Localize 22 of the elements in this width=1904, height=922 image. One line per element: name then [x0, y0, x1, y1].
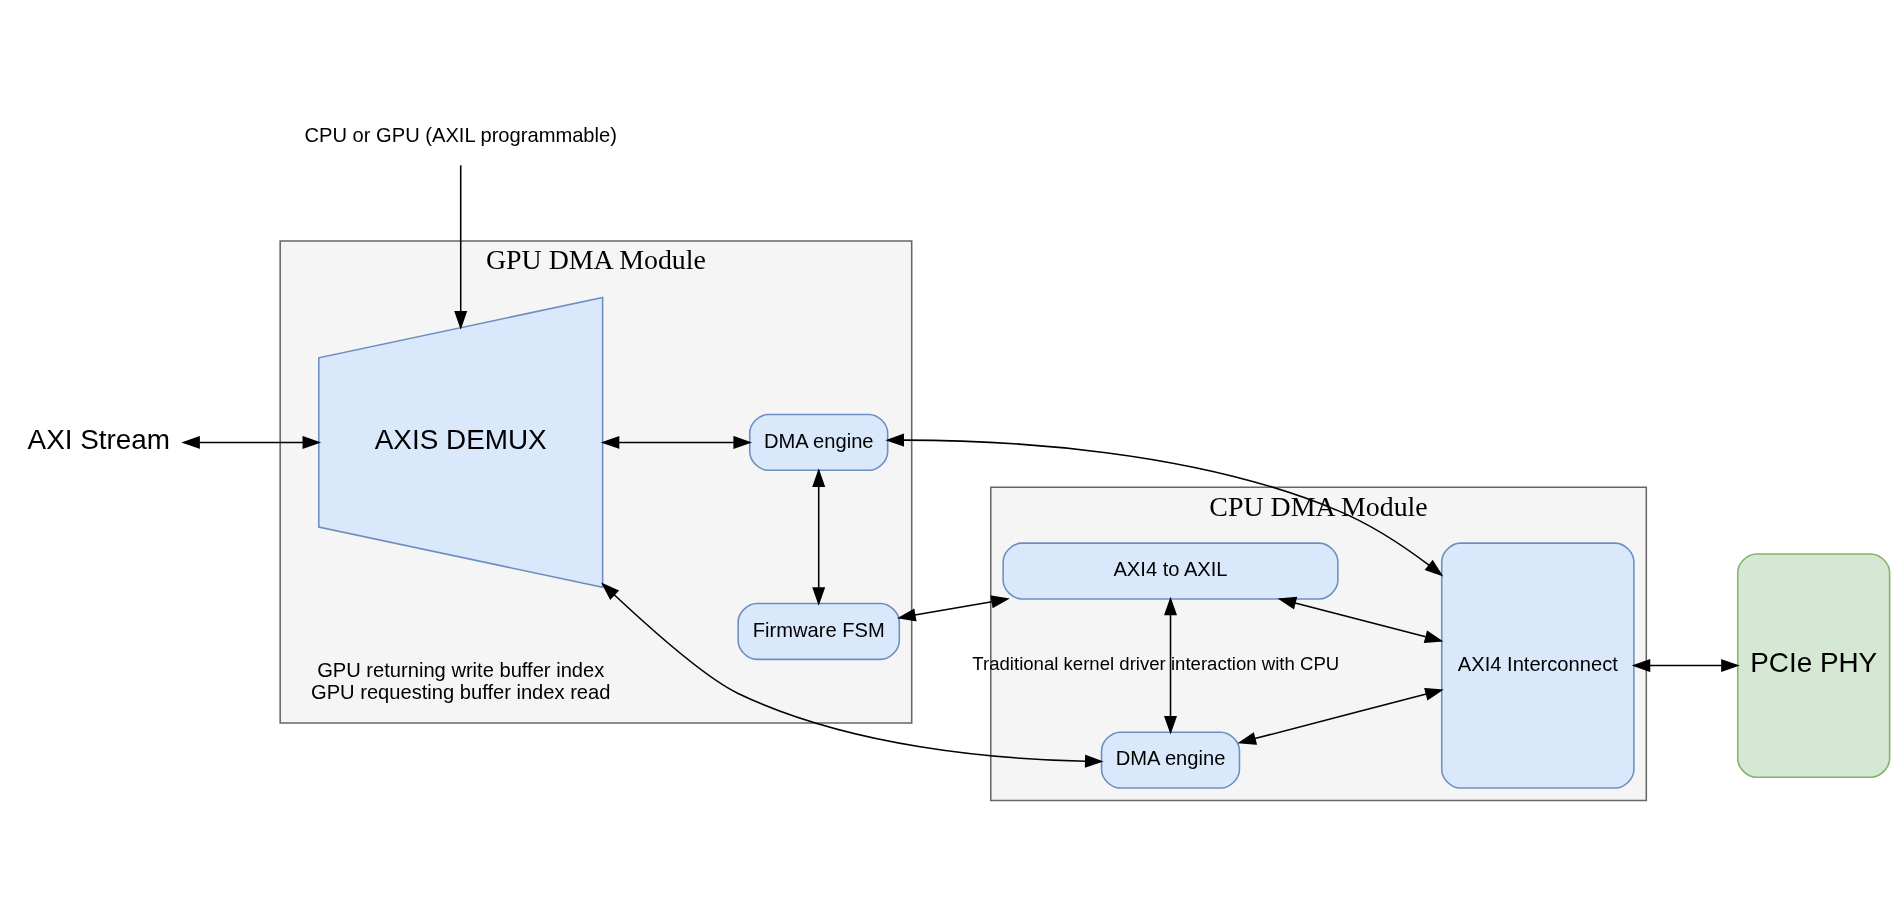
node-box: PCIe PHY [1736, 553, 1891, 778]
arrow [812, 468, 826, 606]
node-box: DMA engine [1100, 731, 1241, 789]
arrow [1237, 687, 1444, 745]
arrow [1631, 659, 1740, 673]
node-text: AXI Stream [27, 424, 171, 456]
node-box: Firmware FSM [737, 602, 901, 661]
node-box: DMA engine [748, 413, 889, 472]
node-box: AXI4 Interconnect [1440, 542, 1635, 789]
arrow [181, 435, 322, 449]
arrow [897, 595, 1010, 622]
node-label: GPU returning write buffer index [317, 659, 605, 682]
arrow [1277, 596, 1444, 644]
arrow [601, 582, 1104, 768]
node-label: GPU requesting buffer index read [310, 680, 611, 703]
arrow [600, 435, 752, 449]
node-box: AXIS DEMUX [318, 296, 604, 589]
arrow [885, 433, 1444, 577]
arrow [454, 164, 468, 330]
arrow [1164, 596, 1178, 735]
node-box: AXI4 to AXIL [1002, 542, 1339, 600]
node-text: CPU or GPU (AXIL programmable) [304, 124, 617, 147]
